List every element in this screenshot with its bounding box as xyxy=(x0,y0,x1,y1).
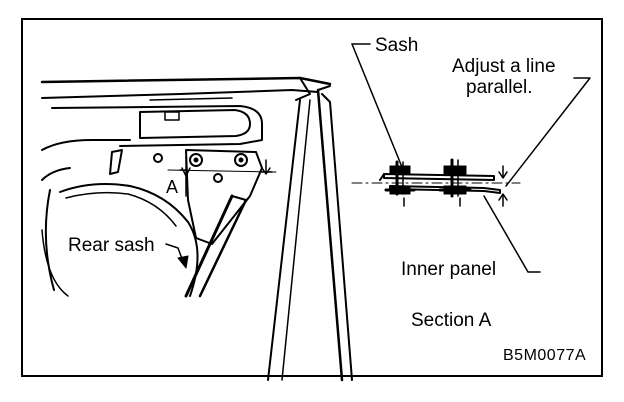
rear-sash-label: Rear sash xyxy=(68,235,155,256)
adjust-line-label-1: Adjust a line xyxy=(452,56,556,77)
adjust-line-label-2: parallel. xyxy=(466,77,533,98)
figure-code: B5M0077A xyxy=(503,347,587,364)
section-marker-label: A xyxy=(166,177,179,197)
sash-label: Sash xyxy=(375,35,419,56)
inner-panel-label: Inner panel xyxy=(401,259,497,280)
figure-border xyxy=(21,18,603,377)
section-title: Section A xyxy=(411,310,492,331)
section-a-detail xyxy=(351,43,591,273)
door-frame-illustration xyxy=(40,76,353,382)
